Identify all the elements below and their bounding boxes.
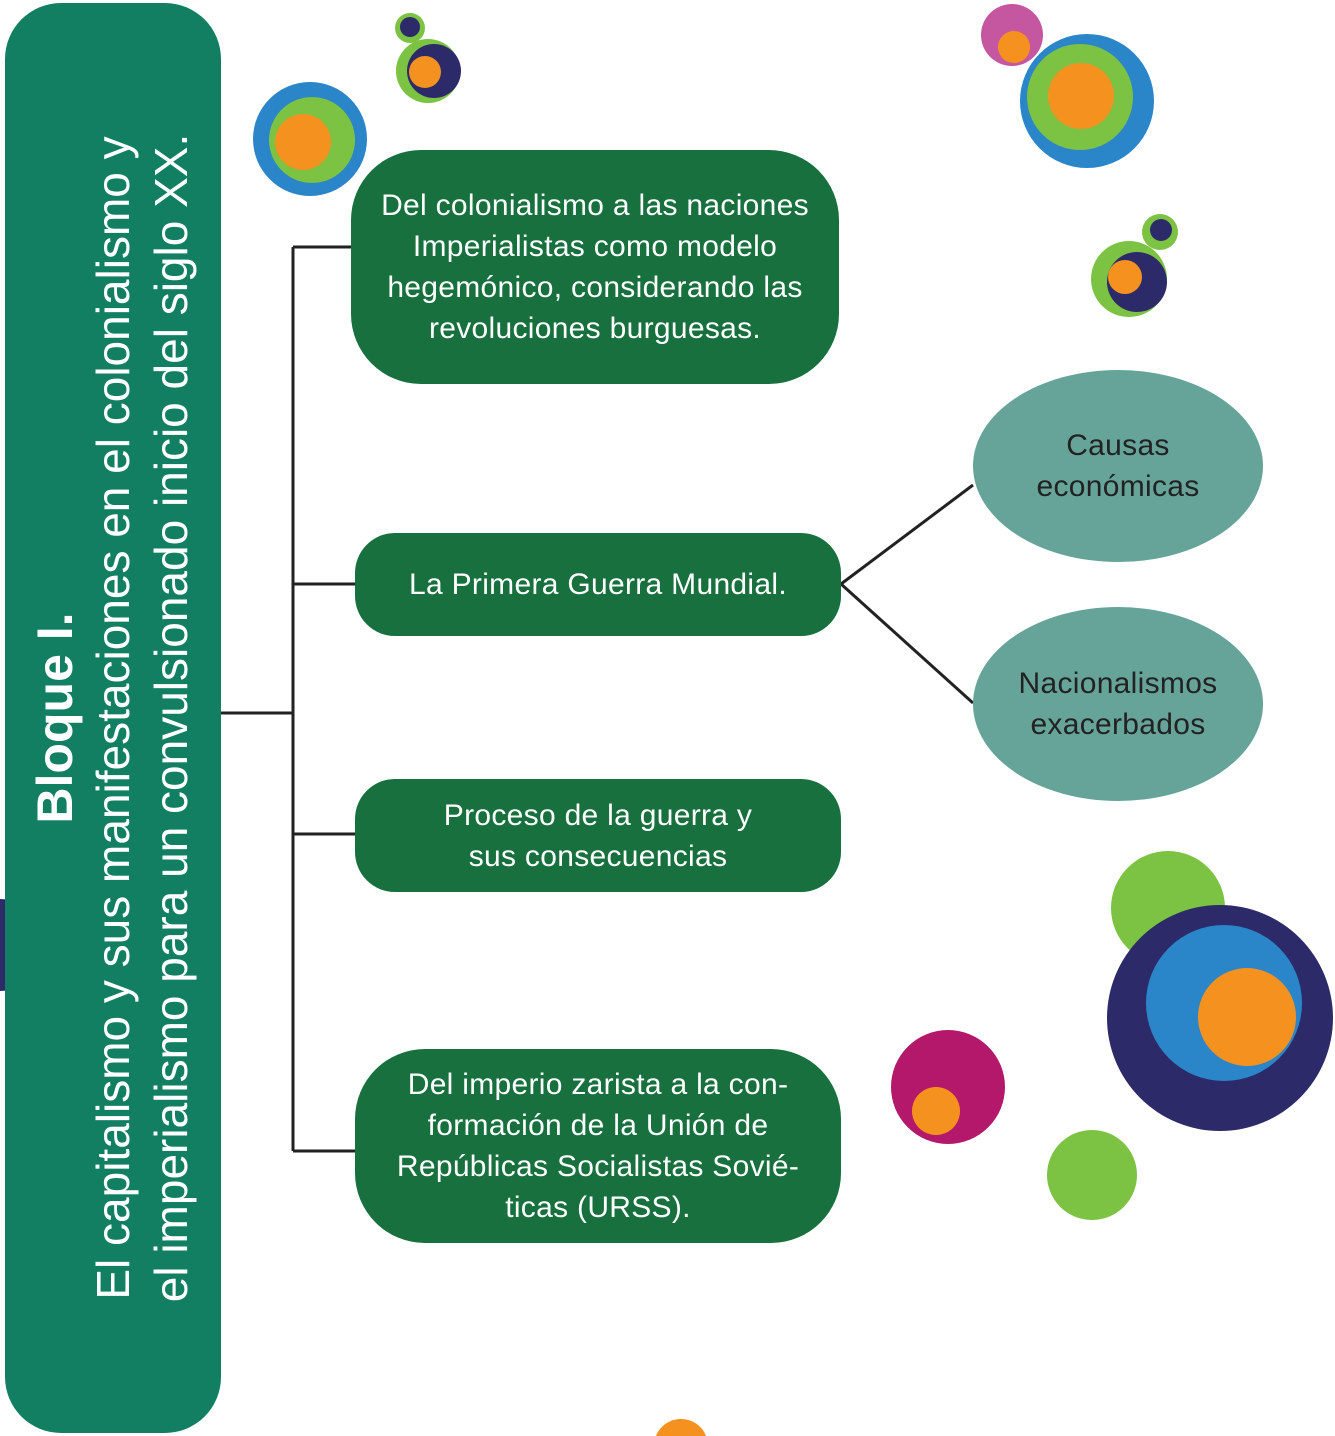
node-urss: Del imperio zarista a la con- formación … <box>355 1049 841 1243</box>
decor-circle <box>1048 63 1114 129</box>
node-primera-guerra: La Primera Guerra Mundial. <box>355 533 841 636</box>
decor-circle <box>912 1087 960 1135</box>
node-label: Del colonialismo a las naciones Imperial… <box>381 189 809 345</box>
connector-lines <box>221 245 975 1153</box>
oval-label: Nacionalismos exacerbados <box>1018 667 1218 741</box>
node-label: Del imperio zarista a la con- formación … <box>396 1068 800 1224</box>
title-text: Bloque I. El capitalismo y sus manifesta… <box>26 28 200 1408</box>
decor-circle <box>1047 1130 1137 1220</box>
decor-circle <box>1150 219 1172 241</box>
node-proceso-guerra: Proceso de la guerra y sus consecuencias <box>355 779 841 892</box>
decor-circle <box>998 31 1030 63</box>
oval-causas-economicas: Causas económicas <box>973 370 1263 562</box>
decor-circle <box>275 114 331 170</box>
decor-circle <box>1198 968 1296 1066</box>
oval-nacionalismos: Nacionalismos exacerbados <box>973 607 1263 801</box>
node-label: Proceso de la guerra y sus consecuencias <box>443 798 753 873</box>
title-bar: Bloque I. El capitalismo y sus manifesta… <box>5 3 221 1433</box>
oval-label: Causas económicas <box>1036 429 1200 503</box>
title-bold: Bloque I. <box>27 612 83 824</box>
node-label: La Primera Guerra Mundial. <box>409 568 787 601</box>
decor-circle <box>400 17 420 37</box>
title-line-1: El capitalismo y sus manifestaciones en … <box>87 136 139 1300</box>
node-colonialismo: Del colonialismo a las naciones Imperial… <box>351 150 839 384</box>
decor-circle <box>1108 260 1142 294</box>
decor-circle <box>409 56 441 88</box>
title-line-2: el imperialismo para un convulsionado in… <box>145 133 197 1303</box>
decor-circle <box>655 1419 707 1436</box>
